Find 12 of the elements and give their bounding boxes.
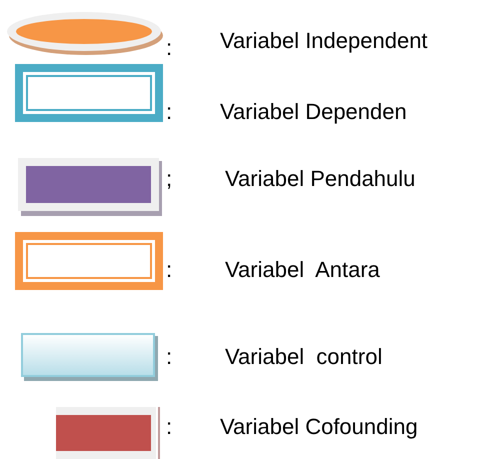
legend-text: Variabel Independent	[220, 30, 428, 52]
legend-text: Variabel Pendahulu	[225, 168, 416, 190]
legend-text: Variabel control	[225, 346, 382, 368]
legend-text: Variabel Antara	[225, 259, 380, 281]
separator-mark: ;	[166, 168, 172, 190]
legend-text: Variabel Cofounding	[220, 416, 418, 438]
legend-text: Variabel Dependen	[220, 101, 407, 123]
separator-mark: :	[166, 259, 172, 281]
separator-mark: :	[166, 101, 172, 123]
separator-mark: :	[166, 416, 172, 438]
separator-mark: :	[166, 346, 172, 368]
separator-mark: :	[166, 37, 172, 59]
